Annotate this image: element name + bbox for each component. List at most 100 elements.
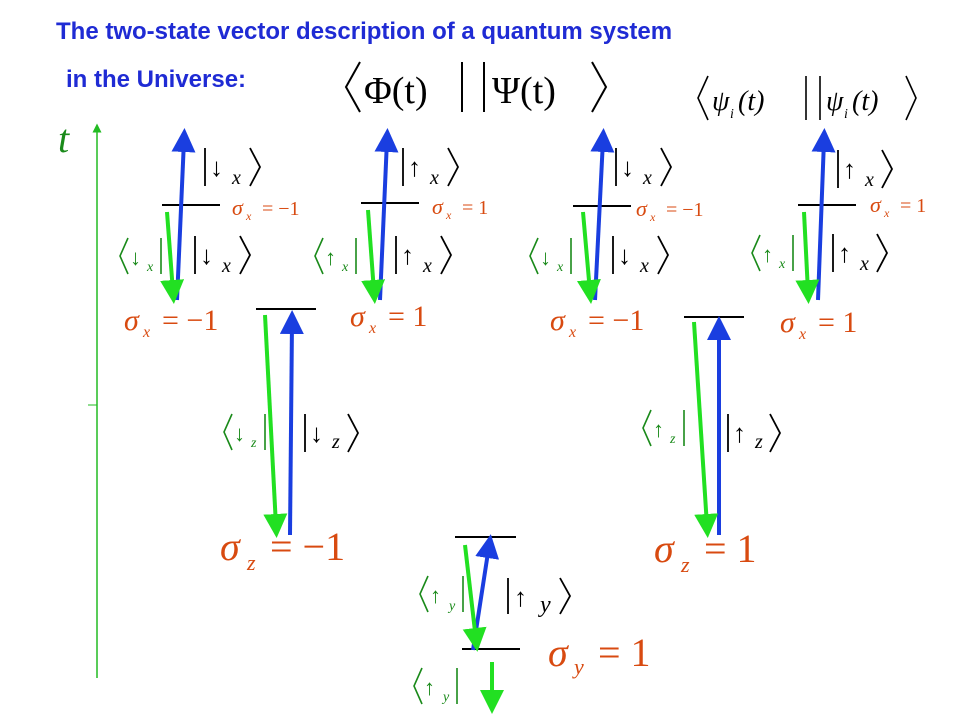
svg-text:= −1: = −1	[588, 304, 644, 337]
down-arrow-icon: ↓	[540, 245, 551, 270]
down-arrow-icon: ↓	[234, 421, 245, 446]
svg-text:σ: σ	[780, 306, 796, 339]
svg-text:x: x	[142, 324, 150, 341]
svg-text:= 1: = 1	[900, 195, 926, 217]
svg-text:(t): (t)	[738, 86, 764, 117]
forward-vector-x-2	[374, 128, 399, 301]
svg-text:z: z	[680, 552, 690, 577]
backward-vector-y-1	[462, 544, 487, 652]
up-arrow-icon: ↑	[843, 155, 856, 184]
ket-down-x-1a: ↓ x	[204, 147, 262, 189]
svg-text:σ: σ	[548, 630, 569, 675]
up-arrow-icon: ↑	[424, 675, 435, 700]
forward-vector-x-3	[590, 128, 615, 301]
ket-down-z: ↓ z	[304, 413, 360, 453]
svg-text:= −1: = −1	[666, 199, 704, 221]
svg-text:σ: σ	[550, 304, 566, 337]
svg-text:σ: σ	[654, 526, 675, 571]
svg-text:x: x	[445, 208, 452, 222]
sigma-x-m1-large-1: σ x = −1	[124, 304, 218, 341]
svg-text:x: x	[568, 324, 576, 341]
up-arrow-icon: ↑	[762, 242, 773, 267]
down-arrow-icon: ↓	[200, 241, 213, 270]
svg-text:x: x	[221, 255, 231, 277]
ket-down-x-3b: ↓ x	[612, 235, 670, 277]
bra-down-x-3: ↓ x	[529, 237, 572, 275]
svg-text:ψ: ψ	[712, 86, 730, 117]
svg-text:i: i	[844, 107, 848, 122]
svg-text:x: x	[883, 206, 890, 220]
ket-up-x-4a: ↑ x	[837, 149, 894, 191]
ket-down-x-1b: ↓ x	[194, 235, 252, 277]
down-arrow-icon: ↓	[621, 153, 634, 182]
backward-vector-z-down	[263, 314, 288, 538]
sigma-y-value: σ y = 1	[548, 630, 651, 679]
svg-text:z: z	[754, 431, 763, 453]
sigma-x-m1-large-3: σ x = −1	[550, 304, 644, 341]
svg-text:x: x	[422, 255, 432, 277]
svg-text:z: z	[669, 432, 676, 447]
svg-text:z: z	[331, 431, 340, 453]
svg-text:z: z	[250, 436, 257, 451]
svg-text:σ: σ	[124, 304, 140, 337]
phi-label: Φ(t)	[364, 70, 428, 112]
svg-text:= −1: = −1	[262, 198, 300, 220]
up-arrow-icon: ↑	[401, 241, 414, 270]
svg-text:x: x	[798, 326, 806, 343]
title-line-2: in the Universe:	[66, 66, 247, 93]
up-arrow-icon: ↑	[653, 417, 664, 442]
svg-text:σ: σ	[870, 192, 882, 217]
svg-text:z: z	[246, 550, 256, 575]
svg-text:y: y	[447, 599, 456, 614]
up-arrow-icon: ↑	[838, 239, 851, 268]
svg-text:y: y	[441, 690, 450, 705]
sigma-x-m1-small-3: σ x = −1	[636, 196, 704, 224]
ket-down-x-3a: ↓ x	[615, 147, 673, 189]
up-arrow-icon: ↑	[325, 245, 336, 270]
backward-vector-x-2	[361, 209, 386, 304]
up-arrow-icon: ↑	[733, 419, 746, 448]
svg-text:x: x	[859, 253, 869, 275]
backward-vector-x-4	[795, 211, 820, 304]
up-arrow-icon: ↑	[408, 153, 421, 182]
sigma-x-m1-small-1: σ x = −1	[232, 195, 300, 223]
svg-text:i: i	[730, 107, 734, 122]
sigma-x-p1-large-4: σ x = 1	[780, 306, 857, 343]
backward-vector-x-1	[160, 211, 185, 304]
svg-text:x: x	[429, 167, 439, 189]
down-arrow-icon: ↓	[618, 241, 631, 270]
psi-label: Ψ(t)	[492, 70, 556, 112]
up-arrow-icon: ↑	[514, 583, 527, 612]
down-arrow-icon: ↓	[210, 153, 223, 182]
svg-text:x: x	[341, 260, 349, 275]
svg-text:σ: σ	[636, 196, 648, 221]
ket-up-x-2a: ↑ x	[402, 147, 460, 189]
bra-up-y-1: ↑ y	[419, 575, 464, 614]
svg-text:y: y	[572, 654, 584, 679]
svg-text:= −1: = −1	[162, 304, 218, 337]
backward-vector-x-3	[576, 211, 601, 304]
svg-text:x: x	[245, 209, 252, 223]
bra-up-x-4: ↑ x	[751, 234, 794, 272]
ket-up-y: ↑ y	[507, 577, 572, 618]
svg-text:σ: σ	[350, 300, 366, 333]
svg-text:x: x	[864, 169, 874, 191]
sigma-z-down-value: σ z = −1	[220, 524, 345, 575]
svg-text:y: y	[538, 592, 551, 618]
ket-up-x-4b: ↑ x	[832, 233, 889, 275]
two-state-vector-header: Φ(t) Ψ(t)	[344, 61, 608, 113]
sigma-x-p1-small-2: σ x = 1	[432, 194, 488, 222]
forward-vector-x-1	[171, 128, 196, 301]
svg-text:= 1: = 1	[704, 526, 757, 571]
svg-text:= 1: = 1	[598, 630, 651, 675]
svg-text:x: x	[231, 167, 241, 189]
down-arrow-icon: ↓	[130, 245, 141, 270]
svg-text:= 1: = 1	[388, 300, 427, 333]
time-axis: t	[58, 116, 102, 678]
svg-text:x: x	[368, 320, 376, 337]
svg-text:ψ: ψ	[826, 86, 844, 117]
subsystem-vector-header: ψ i (t) ψ i (t)	[697, 75, 917, 122]
svg-text:= −1: = −1	[270, 524, 345, 569]
bra-down-x-1: ↓ x	[119, 237, 162, 275]
